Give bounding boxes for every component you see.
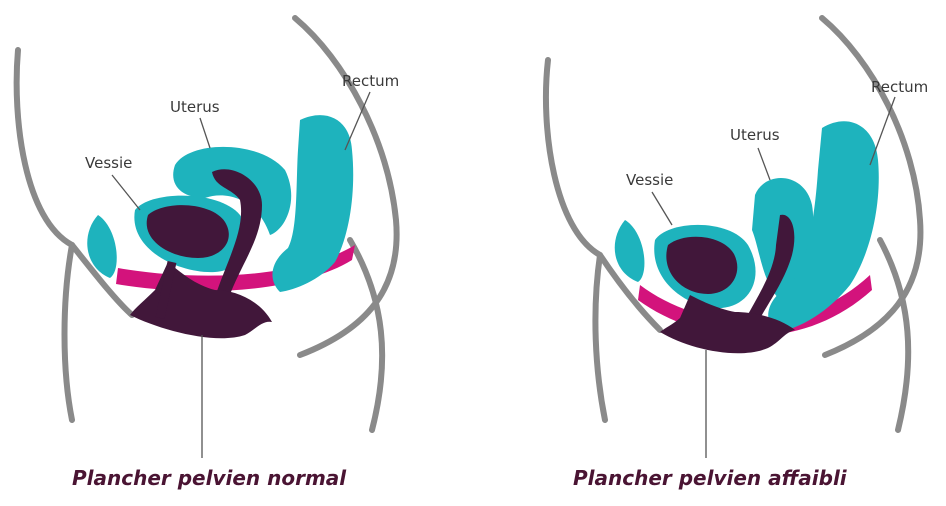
thigh-outline-front-2 <box>595 255 605 420</box>
label-uterus-normal: Uterus <box>170 98 220 116</box>
body-outline-left <box>17 50 132 315</box>
label-uterus-weak: Uterus <box>730 126 780 144</box>
pubic-bone-weak <box>615 220 645 282</box>
label-vessie-normal: Vessie <box>85 154 132 172</box>
thigh-outline-back <box>350 240 382 430</box>
leader-vessie-weak <box>652 192 672 225</box>
caption-normal: Plancher pelvien normal <box>72 466 346 490</box>
panel-normal <box>17 18 397 458</box>
label-rectum-weak: Rectum <box>871 78 928 96</box>
label-vessie-weak: Vessie <box>626 171 673 189</box>
caption-weak: Plancher pelvien affaibli <box>573 466 847 490</box>
panel-weak <box>546 18 921 458</box>
leader-rectum-weak <box>870 97 895 165</box>
leader-uterus-weak <box>758 148 770 180</box>
leader-vessie-normal <box>112 175 140 210</box>
leader-uterus-normal <box>200 118 210 148</box>
label-rectum-normal: Rectum <box>342 72 399 90</box>
thigh-outline-front <box>65 245 73 420</box>
thigh-outline-back-2 <box>880 240 908 430</box>
